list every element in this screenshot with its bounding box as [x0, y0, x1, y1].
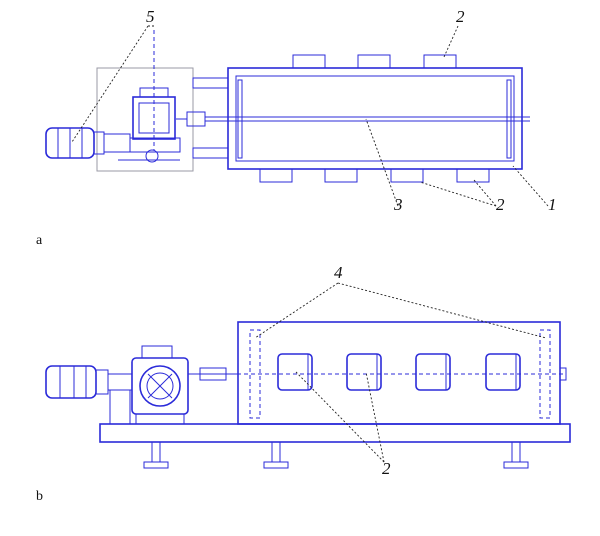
gearbox-cross-2: [147, 373, 173, 399]
reducer: [103, 133, 131, 153]
trough-side: [237, 321, 561, 425]
chamber-top-3: [423, 54, 457, 69]
callout-2-top: 2: [456, 7, 465, 26]
support-stub-1: [192, 77, 229, 89]
top-view: [45, 30, 530, 183]
gearbox-side-top: [141, 345, 173, 359]
chamber-top-1: [292, 54, 326, 69]
callout-4: 4: [334, 263, 343, 282]
gearbox-wheel-inner: [146, 372, 174, 400]
drum-2: [346, 353, 382, 391]
motor-side-flange: [95, 369, 109, 395]
trough-body-inner: [235, 75, 515, 162]
callout-2-side: 2: [382, 459, 391, 478]
base-frame: [99, 423, 571, 443]
callout-2-bottom: 2: [496, 195, 505, 214]
side-view: [45, 321, 571, 469]
motor-side-reducer: [107, 373, 133, 391]
chamber-top-2: [357, 54, 391, 69]
chamber-bottom-1: [259, 168, 293, 183]
panel-label-a: a: [36, 233, 43, 248]
motor-side-body: [45, 365, 97, 399]
gearbox-stand: [135, 413, 185, 425]
coupling: [186, 111, 206, 127]
drive-pulley: [145, 149, 159, 163]
chamber-bottom-3: [390, 168, 424, 183]
callout-1: 1: [548, 195, 557, 214]
motor-side-mount: [109, 389, 131, 425]
drive-base-plate: [96, 67, 194, 172]
drum-3: [415, 353, 451, 391]
callout-3: 3: [393, 195, 403, 214]
trough-body-outer: [227, 67, 523, 170]
end-plate-right: [506, 79, 512, 159]
chamber-bottom-2: [324, 168, 358, 183]
callout-5: 5: [146, 7, 155, 26]
gearbox-wheel-outer: [139, 365, 181, 407]
panel-label-b: b: [36, 489, 43, 504]
motor-flange: [93, 131, 105, 155]
leg-2: [263, 442, 289, 469]
reducer-2: [129, 137, 181, 153]
drum-4: [485, 353, 521, 391]
leader-lines: [71, 25, 549, 463]
leg-1: [143, 442, 169, 469]
chamber-bottom-4: [456, 168, 490, 183]
shaft-end-cap: [559, 367, 567, 381]
leg-3: [503, 442, 529, 469]
drum-1: [277, 353, 313, 391]
support-stub-2: [192, 147, 229, 159]
end-plate-left: [237, 79, 243, 159]
